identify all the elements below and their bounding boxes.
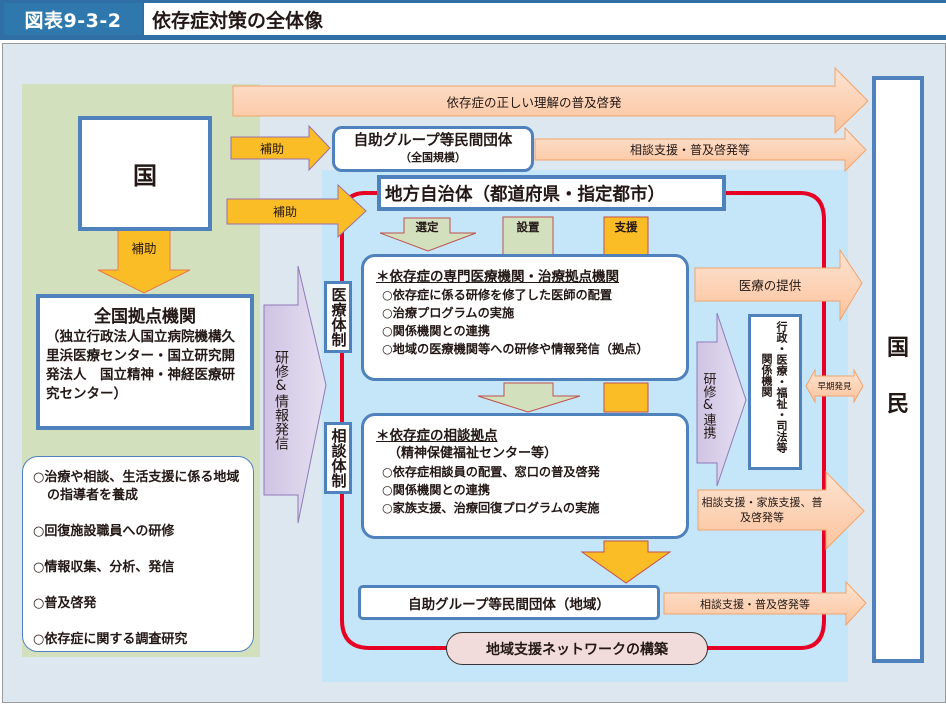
consult-item: ○依存症相談員の配置、窓口の普及啓発 — [382, 465, 600, 479]
medical-item: ○関係機関との連携 — [382, 324, 491, 338]
national-center-roles: ○治療や相談、生活支援に係る地域の指導者を養成 ○回復施設職員への研修 ○情報収… — [22, 456, 254, 652]
awareness-label: 依存症の正しい理解の普及啓発 — [446, 94, 622, 110]
citizens-char: 国 — [886, 336, 909, 361]
local-self-help-box: 自助グループ等民間団体（地域） — [358, 585, 660, 620]
network-label: 地域支援ネットワークの構築 — [446, 632, 708, 665]
early-detection-arrow — [805, 368, 864, 404]
national-self-help-box: 自助グループ等民間団体 （全国規模） — [332, 126, 534, 172]
support-arrow — [580, 540, 672, 584]
support-bar-mid — [603, 382, 649, 413]
support-label: 支援 — [614, 220, 638, 234]
training-info-arrow — [263, 265, 327, 524]
related-agencies-col2: 関係機関 — [760, 353, 773, 397]
training-coop-arrow — [696, 312, 747, 487]
local-government-box: 地方自治体（都道府県・指定都市） — [377, 175, 726, 211]
role-item: ○情報収集、分析、発信 — [33, 560, 175, 575]
early-detection-label: 早期発見 — [817, 382, 852, 392]
support-bar-top — [603, 216, 649, 256]
consult-system-label: 相談体制 — [324, 422, 352, 494]
citizens-char: 民 — [886, 392, 909, 417]
national-self-help-title: 自助グループ等民間団体 — [353, 133, 513, 149]
subsidy-arrow-3 — [97, 228, 191, 294]
consult-family-label: 相談支援・家族支援、普及啓発等 — [701, 496, 823, 524]
national-self-help-subtitle: （全国規模） — [400, 151, 466, 164]
medical-institution-box: ＊依存症の専門医療機関・治療拠点機関 ○依存症に係る研修を修了した医師の配置 ○… — [361, 254, 689, 381]
awareness-arrow — [232, 66, 869, 135]
consult-support-arrow-1 — [534, 126, 867, 173]
consult-support-label-2: 相談支援・普及啓発等 — [700, 597, 810, 611]
consult-box-title: ＊依存症の相談拠点 — [376, 428, 498, 444]
consult-support-arrow-2 — [663, 580, 867, 627]
establishment-bar-top — [502, 216, 554, 256]
role-item: ○依存症に関する調査研究 — [33, 632, 188, 647]
training-info-label: 研修&情報発信 — [273, 350, 289, 450]
medical-box-title: ＊依存症の専門医療機関・治療拠点機関 — [376, 269, 619, 285]
subsidy-arrow-2 — [226, 183, 367, 239]
consult-item: ○関係機関との連携 — [382, 483, 491, 497]
related-agencies-col1: 行政・医療・福祉・司法等 — [775, 321, 788, 453]
figure-number: 図表9-3-2 — [4, 3, 142, 35]
subsidy-label-3: 補助 — [131, 240, 157, 256]
medical-provision-arrow — [694, 248, 863, 322]
national-center-title: 全国拠点機関 — [94, 307, 196, 327]
establishment-arrow — [477, 382, 581, 413]
role-item: ○回復施設職員への研修 — [33, 524, 175, 539]
establishment-label: 設置 — [516, 220, 540, 234]
figure-title: 依存症対策の全体像 — [144, 3, 946, 35]
national-center-box: 全国拠点機関 （独立行政法人国立病院機構久里浜医療センター・国立研究開発法人 国… — [36, 294, 254, 430]
subsidy-label-2: 補助 — [272, 205, 297, 219]
subsidy-label-1: 補助 — [259, 141, 284, 156]
selection-label: 選定 — [415, 220, 439, 234]
related-agencies-box: 行政・医療・福祉・司法等 関係機関 — [748, 314, 802, 470]
medical-item: ○依存症に係る研修を修了した医師の配置 — [382, 288, 613, 302]
selection-arrow — [379, 217, 477, 252]
consult-item: ○家族支援、治療回復プログラムの実施 — [382, 501, 600, 515]
medical-item: ○地域の医療機関等への研修や情報発信（拠点） — [382, 342, 649, 356]
role-item: ○普及啓発 — [33, 596, 97, 611]
consult-family-arrow — [697, 470, 865, 551]
medical-item: ○治療プログラムの実施 — [382, 306, 515, 320]
medical-system-label: 医療体制 — [324, 281, 352, 353]
consultation-center-box: ＊依存症の相談拠点 （精神保健福祉センター等） ○依存症相談員の配置、窓口の普及… — [361, 413, 689, 539]
medical-provision-label: 医療の提供 — [738, 278, 802, 293]
subsidy-arrow-1 — [230, 124, 331, 172]
citizens-box: 国 民 — [872, 76, 924, 663]
consult-box-subtitle: （精神保健福祉センター等） — [388, 446, 558, 461]
consult-support-label-1: 相談支援・普及啓発等 — [629, 143, 750, 157]
role-item: ○治療や相談、生活支援に係る地域の指導者を養成 — [33, 470, 240, 503]
national-government-box: 国 — [78, 116, 212, 231]
national-center-description: （独立行政法人国立病院機構久里浜医療センター・国立研究開発法人 国立精神・神経医… — [46, 329, 235, 402]
training-coop-label: 研修&連携 — [700, 371, 716, 439]
